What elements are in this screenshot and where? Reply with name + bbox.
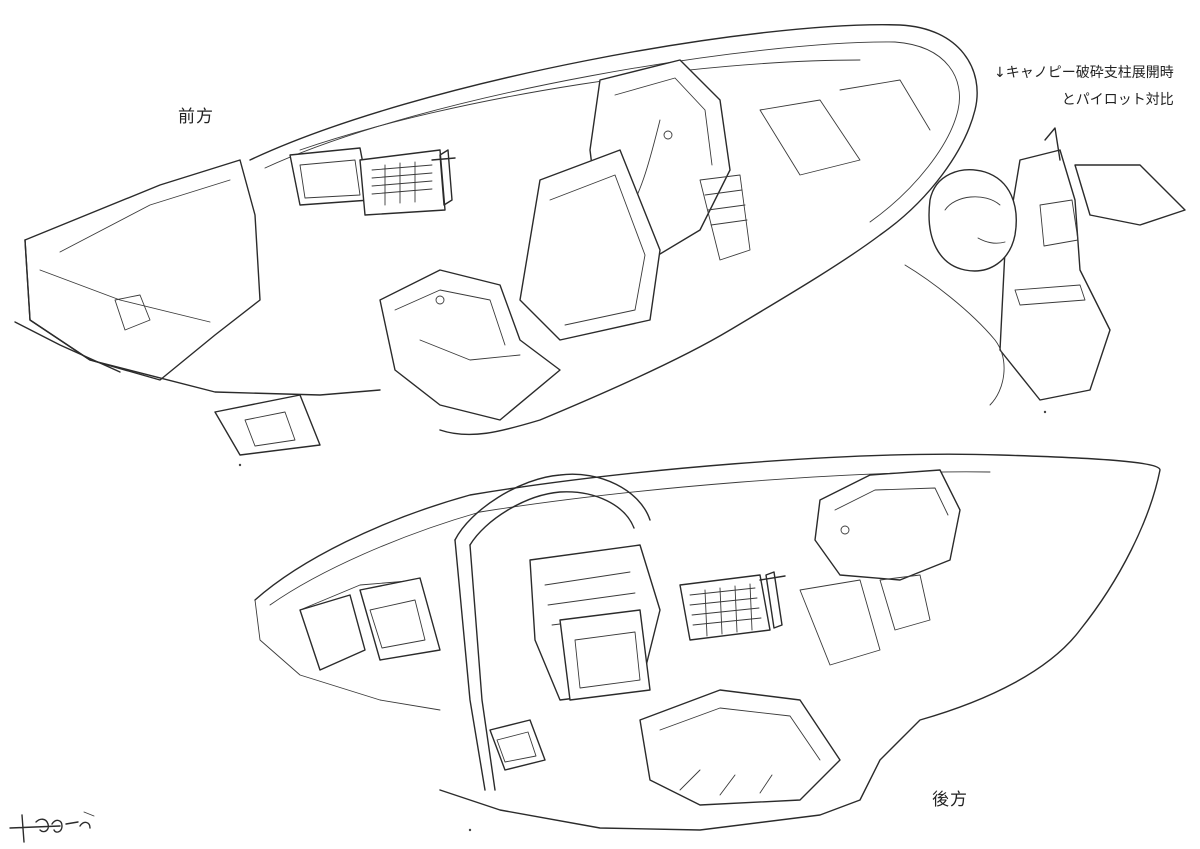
artist-signature [9, 811, 95, 843]
canopy-strut-note-line2: とパイロット対比 [1061, 92, 1174, 108]
rear-cockpit-drawing [254, 453, 1161, 831]
paper-specks [238, 410, 1047, 832]
canopy-strut-note-line1: ↓キャノピー破砕支柱展開時 [994, 65, 1174, 81]
canopy-strut-note: ↓キャノピー破砕支柱展開時 とパイロット対比 [994, 60, 1174, 114]
pilot-comparison-drawing [904, 127, 1186, 406]
rear-view-label: 後方 [932, 790, 968, 810]
front-cockpit-drawing [14, 24, 978, 456]
front-view-label: 前方 [178, 107, 214, 127]
